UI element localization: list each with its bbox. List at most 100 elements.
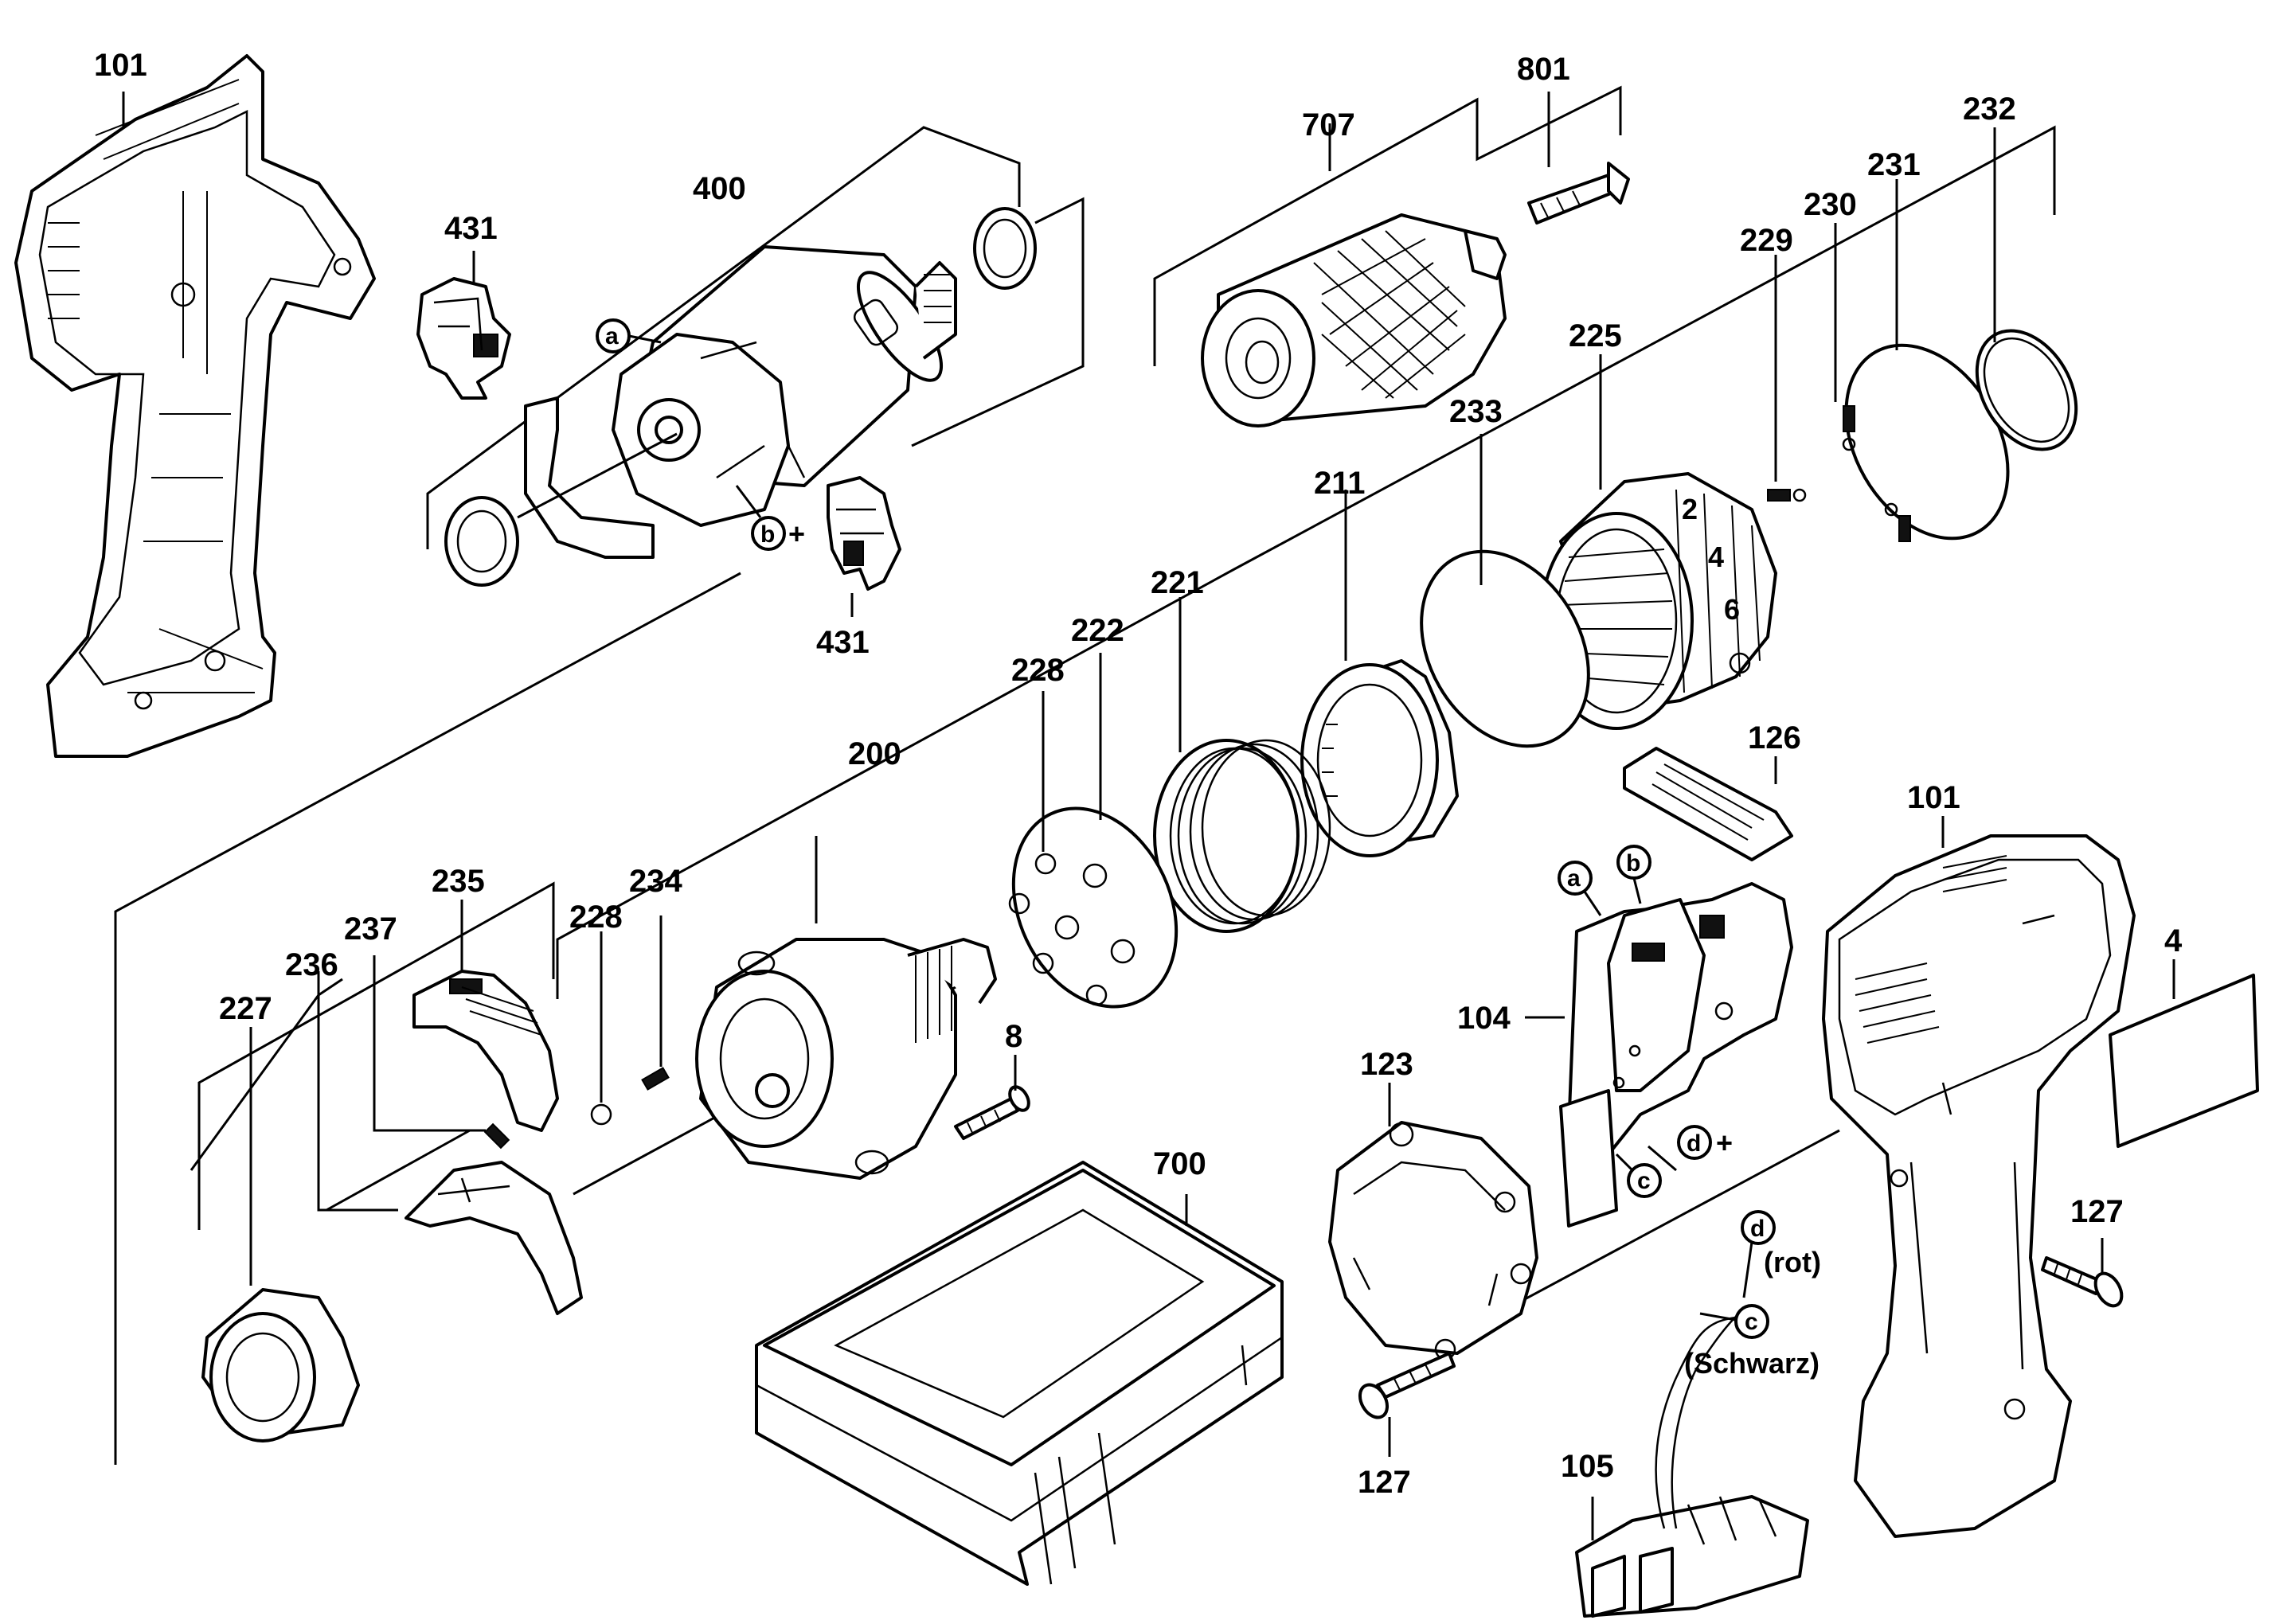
snap-ring-232: [1975, 329, 2078, 451]
spring-234: [641, 1067, 670, 1091]
screw-8: [954, 1085, 1030, 1140]
bearing-227: [201, 1288, 360, 1442]
nameplate-4: [2109, 974, 2259, 1148]
label-127-bottom: 127: [1358, 1465, 1411, 1500]
gearbox-200: [695, 938, 997, 1180]
label-101-top: 101: [94, 48, 147, 83]
leader-237-elbow: [373, 955, 486, 1132]
label-127-right: 127: [2070, 1194, 2124, 1229]
leader-a-switch: [1583, 891, 1602, 916]
leader-b-switch: [1632, 877, 1642, 904]
spring-lower: [1884, 502, 1911, 542]
callout-d-switch-plus: +: [1716, 1126, 1733, 1159]
assembly-group-lines: [114, 85, 2056, 1465]
part-number-labels: 101 431 400 707 801 232 230 231 229 225 …: [94, 48, 2183, 1500]
callout-a-switch: a: [1567, 865, 1581, 892]
label-431-top: 431: [444, 211, 498, 246]
leader-d-wire: [1742, 1241, 1753, 1298]
label-231: 231: [1867, 147, 1921, 182]
label-123: 123: [1360, 1047, 1413, 1082]
gear-shift-slider-236: [405, 1161, 583, 1315]
washer-left-inner: [456, 509, 507, 573]
motor-cover-123: [1328, 1121, 1538, 1360]
leader-motor-axis: [517, 432, 678, 519]
group-400-box: [911, 197, 1085, 447]
label-225: 225: [1569, 318, 1622, 353]
washer-233: [1420, 549, 1590, 748]
brush-holder-top: [416, 277, 511, 400]
label-801: 801: [1517, 52, 1570, 87]
label-222: 222: [1071, 613, 1124, 648]
ring-number-4: 4: [1708, 541, 1724, 573]
battery-terminal-105: [1575, 1305, 1809, 1618]
spring-221: [1153, 739, 1331, 933]
callout-c-switch: c: [1637, 1168, 1651, 1194]
label-104: 104: [1457, 1001, 1511, 1036]
ring-gear-211: [1300, 659, 1459, 857]
washer-top-right-inner: [983, 218, 1027, 279]
callout-b-motor-plus: +: [788, 517, 805, 550]
callout-a-switch-circle: [1558, 861, 1593, 896]
label-232: 232: [1963, 92, 2016, 127]
label-400: 400: [693, 171, 746, 206]
spring-229: [1767, 488, 1807, 502]
callout-d-switch-circle: [1677, 1125, 1712, 1160]
callout-b-switch: b: [1626, 850, 1640, 876]
label-229: 229: [1740, 223, 1793, 258]
spring-237: [483, 1122, 510, 1150]
label-237: 237: [344, 912, 397, 947]
callout-d-wire-note: (rot): [1764, 1246, 1821, 1279]
label-707: 707: [1302, 107, 1355, 142]
label-105: 105: [1561, 1449, 1614, 1484]
spring-230: [1842, 405, 1856, 451]
group-227-bracket: [197, 881, 555, 1230]
callout-c-wire-note: (Schwarz): [1684, 1347, 1820, 1380]
label-101-bottom: 101: [1907, 780, 1960, 815]
brush-holder-bottom: [827, 476, 901, 591]
screw-127-right: [2041, 1256, 2124, 1308]
leader-101-bottom: [1512, 1129, 1840, 1307]
callout-d-wire-circle: [1741, 1210, 1776, 1245]
callout-a-motor: a: [605, 323, 619, 349]
group-200-line: [556, 125, 2056, 999]
group-side-line: [114, 572, 741, 1465]
group-707-801-bracket: [1153, 85, 1622, 366]
chuck-assembly: [1201, 213, 1507, 427]
housing-half-right: [1822, 834, 2136, 1538]
washer-left: [444, 496, 519, 587]
leader-236-elbow: [317, 971, 398, 1212]
label-233: 233: [1449, 394, 1503, 429]
ball-228-bottom: [590, 1103, 612, 1126]
label-227: 227: [219, 991, 272, 1026]
label-228-top: 228: [1011, 653, 1065, 688]
group-400-bracket: [426, 126, 1021, 549]
chuck-screw: [1527, 162, 1630, 224]
label-200: 200: [848, 736, 901, 771]
callout-c-wire: c: [1745, 1309, 1758, 1335]
connection-callouts: a b + a b d + c d (rot) c (Schwarz): [596, 318, 1821, 1380]
leader-237: [326, 1129, 471, 1212]
gear-shift-cover-235: [412, 970, 559, 1132]
leader-b-motor: [735, 485, 762, 518]
screw-127-bottom: [1358, 1352, 1456, 1419]
callout-c-wire-circle: [1734, 1304, 1769, 1339]
housing-half-left: [14, 54, 376, 758]
label-211: 211: [1314, 466, 1366, 501]
switch-104: [1559, 882, 1793, 1228]
callout-c-switch-circle: [1627, 1163, 1662, 1198]
label-235: 235: [432, 864, 485, 899]
label-230: 230: [1804, 187, 1857, 222]
ring-number-6: 6: [1724, 593, 1740, 626]
leader-a-motor: [628, 334, 662, 344]
label-236: 236: [285, 947, 338, 982]
ring-number-2: 2: [1682, 493, 1698, 525]
carry-case-700: [755, 1161, 1284, 1586]
label-228-bottom: 228: [569, 900, 623, 935]
callout-d-switch: d: [1687, 1130, 1701, 1157]
callout-b-motor: b: [760, 521, 775, 548]
label-8: 8: [1005, 1019, 1022, 1054]
balls-228-top: [1008, 853, 1108, 1006]
label-431-bottom: 431: [816, 625, 870, 660]
label-4: 4: [2164, 923, 2183, 958]
